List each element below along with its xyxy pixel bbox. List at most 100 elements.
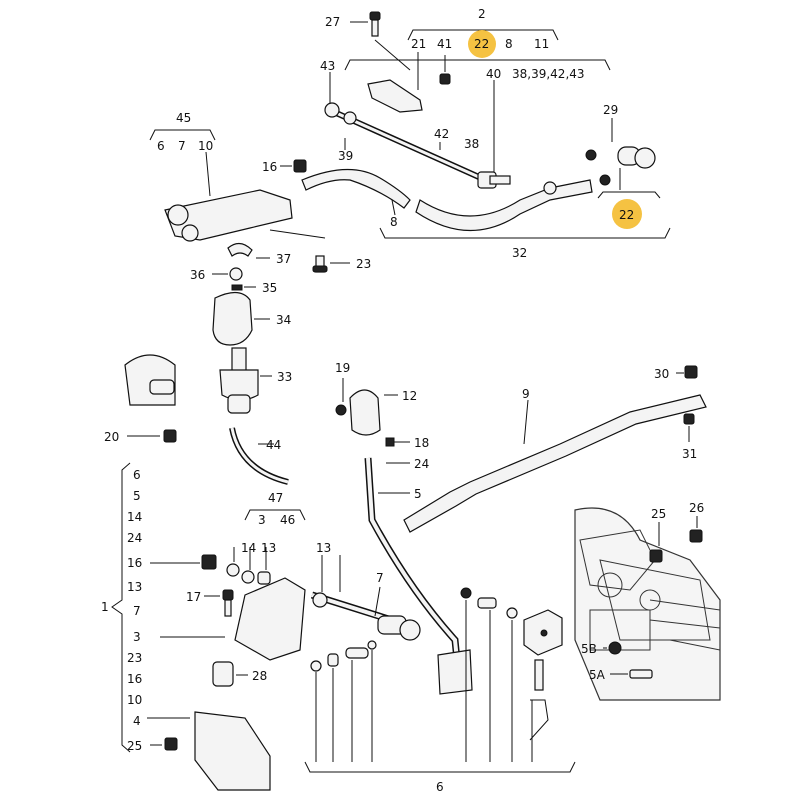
label-2: 2: [478, 7, 486, 21]
label-7-top: 7: [178, 139, 186, 153]
nut-28: [212, 661, 248, 687]
nut-31: [683, 413, 695, 442]
list-4: 4: [133, 714, 141, 728]
shift-lever-45: [164, 151, 326, 242]
bolt-25-bottom: [150, 737, 178, 751]
small-parts-6: [310, 587, 518, 762]
bracket-group-40: [344, 59, 611, 71]
shift-tube-9: [403, 394, 707, 533]
screw-18: [385, 437, 410, 447]
label-22-top: 22: [474, 37, 489, 51]
ball-joint-29: [585, 118, 656, 190]
ring-36: [212, 267, 243, 281]
stud-5A: [610, 669, 653, 679]
label-43: 43: [320, 59, 335, 73]
list-23: 23: [127, 651, 142, 665]
list-16b: 16: [127, 672, 142, 686]
list-24: 24: [127, 531, 142, 545]
label-45: 45: [176, 111, 191, 125]
nut-5B: [603, 641, 622, 655]
label-10-top: 10: [198, 139, 213, 153]
label-3-top: 3: [258, 513, 266, 527]
bolt-26: [689, 516, 703, 543]
label-5: 5: [414, 487, 422, 501]
highlight-22-right: [612, 199, 642, 229]
tube-32: [415, 179, 593, 232]
label-6-top: 6: [157, 139, 165, 153]
rod-7: [310, 555, 421, 641]
bracket-group-1: [111, 462, 131, 753]
label-27: 27: [325, 15, 340, 29]
bracket-group-45: [149, 129, 216, 141]
knob-37: [227, 242, 270, 259]
label-28: 28: [252, 669, 267, 683]
bolt-25-right: [649, 522, 663, 563]
label-19: 19: [335, 361, 350, 375]
tube-39: [301, 138, 411, 216]
nut-16-top: [280, 159, 307, 173]
label-37: 37: [276, 252, 291, 266]
label-20: 20: [104, 430, 119, 444]
label-39: 39: [338, 149, 353, 163]
label-21: 21: [411, 37, 426, 51]
clip-35: [231, 284, 256, 291]
bracket-group-22b: [597, 191, 661, 199]
bellow-block-20: [124, 354, 176, 406]
label-29: 29: [603, 103, 618, 117]
label-5B: 5B: [581, 642, 597, 656]
housing-33: [219, 347, 272, 414]
list-13: 13: [127, 580, 142, 594]
list-7: 7: [133, 604, 141, 618]
washers-14-13: [226, 547, 271, 585]
label-46: 46: [280, 513, 295, 527]
bolt-17: [204, 589, 234, 617]
nut-41: [439, 55, 451, 85]
label-38-39-42-43: 38,39,42,43: [512, 67, 585, 81]
screw-19: [335, 378, 347, 416]
label-6-bottom: 6: [436, 780, 444, 794]
label-44: 44: [266, 438, 281, 452]
highlight-22-top: [468, 30, 496, 58]
label-14: 14: [241, 541, 256, 555]
label-40: 40: [486, 67, 501, 81]
label-16-top: 16: [262, 160, 277, 174]
bolt-27: [350, 11, 381, 37]
bracket-21: [367, 39, 423, 113]
label-31: 31: [682, 447, 697, 461]
label-35: 35: [262, 281, 277, 295]
list-1: 1: [101, 600, 109, 614]
label-12: 12: [402, 389, 417, 403]
label-11: 11: [534, 37, 549, 51]
nut-20: [127, 429, 177, 443]
label-13b: 13: [316, 541, 331, 555]
label-42: 42: [434, 127, 449, 141]
bolt-23-top: [312, 255, 350, 273]
bracket-group-2: [407, 29, 559, 41]
label-17: 17: [186, 590, 201, 604]
nut-16-bottom: [150, 554, 217, 570]
list-3: 3: [133, 630, 141, 644]
label-7-bottom: 7: [376, 571, 384, 585]
label-47: 47: [268, 491, 283, 505]
label-23-top: 23: [356, 257, 371, 271]
label-38: 38: [464, 137, 479, 151]
label-22-right: 22: [619, 208, 634, 222]
bolt-30: [676, 365, 698, 379]
rod-40: [489, 80, 511, 185]
label-30: 30: [654, 367, 669, 381]
bracket-group-6: [304, 761, 576, 773]
label-18: 18: [414, 436, 429, 450]
bracket-group-47: [244, 509, 306, 521]
list-10: 10: [127, 693, 142, 707]
label-5A: 5A: [589, 668, 606, 682]
label-9: 9: [522, 387, 530, 401]
label-41: 41: [437, 37, 452, 51]
list-16: 16: [127, 556, 142, 570]
label-32: 32: [512, 246, 527, 260]
list-6: 6: [133, 468, 141, 482]
label-34: 34: [276, 313, 291, 327]
bracket-3: [160, 577, 306, 661]
list-5: 5: [133, 489, 141, 503]
